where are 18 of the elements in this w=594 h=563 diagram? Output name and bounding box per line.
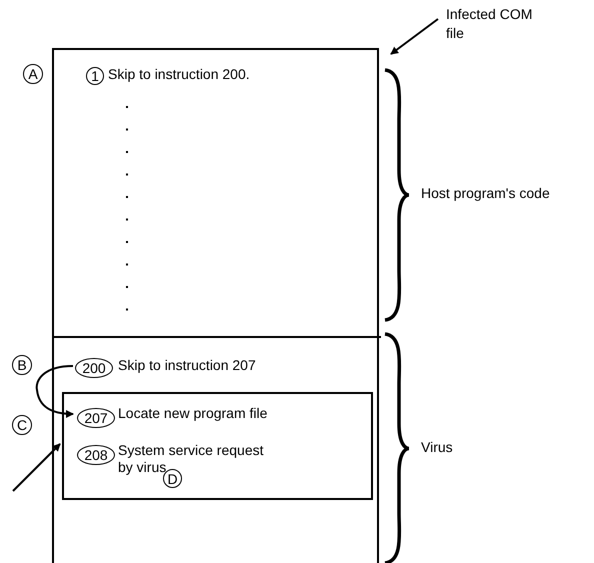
instruction-text: Locate new program file	[118, 405, 268, 422]
arrow	[390, 18, 439, 55]
section-label: Virus	[421, 439, 454, 456]
arrow	[36, 365, 74, 418]
callout-letter: B	[12, 355, 32, 375]
callout-letter: C	[12, 415, 32, 435]
callout-letter: A	[23, 64, 43, 84]
arrow	[12, 443, 61, 492]
file-box	[52, 48, 379, 563]
section-label: Host program's code	[421, 185, 551, 202]
step-number: 207	[77, 408, 115, 428]
instruction-text: Skip to instruction 207	[118, 357, 257, 374]
step-number: 208	[77, 445, 115, 465]
callout-text: Infected COM file	[446, 5, 538, 45]
instruction-text: Skip to instruction 200.	[108, 66, 251, 83]
step-number: 1	[86, 67, 104, 85]
virus-code-box	[62, 392, 373, 500]
step-number: 200	[75, 358, 113, 378]
